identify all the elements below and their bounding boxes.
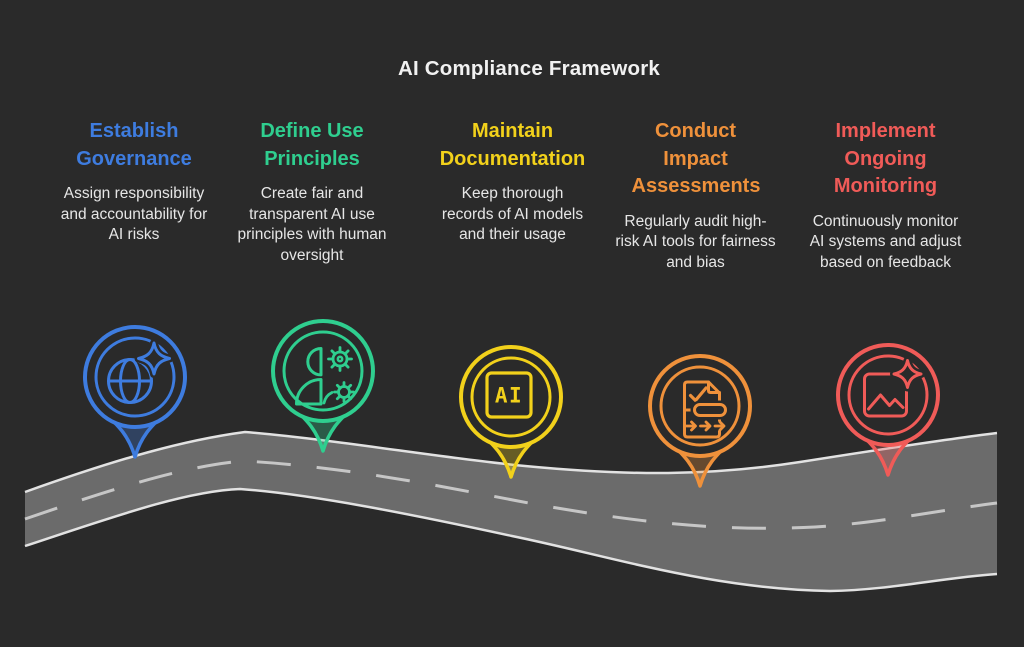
pin-define-use-principles — [263, 316, 383, 476]
pin-conduct-impact-assessments — [640, 351, 760, 511]
road-edge-bottom — [24, 487, 998, 593]
document-workflow-icon — [683, 380, 730, 439]
step-title: Define Use Principles — [260, 120, 364, 170]
step-column-maintain-documentation: Maintain Documentation Keep thorough rec… — [425, 118, 600, 246]
step-description: Continuously monitor AI systems and adju… — [809, 212, 962, 271]
step-description: Keep thorough records of AI models and t… — [441, 185, 584, 244]
step-title: Establish Governance — [76, 120, 192, 170]
step-column-conduct-impact-assessments: Conduct Impact Assessments Regularly aud… — [608, 118, 783, 274]
ai-chip-label: AI — [495, 384, 523, 408]
ai-chip-icon: AI — [485, 371, 533, 419]
image-sparkle-icon — [863, 356, 925, 418]
step-title: Conduct Impact Assessments — [631, 120, 761, 198]
page-title: AI Compliance Framework — [397, 57, 661, 80]
pin-establish-governance — [75, 322, 195, 482]
step-column-establish-governance: Establish Governance Assign responsibili… — [39, 118, 229, 246]
step-column-define-use-principles: Define Use Principles Create fair and tr… — [232, 118, 392, 267]
step-title: Maintain Documentation — [439, 120, 586, 170]
globe-sparkle-icon — [107, 339, 174, 404]
person-gears-icon — [295, 346, 355, 406]
step-description: Regularly audit high-risk AI tools for f… — [615, 212, 776, 271]
step-title: Implement Ongoing Monitoring — [833, 120, 938, 198]
road-edge-top — [24, 430, 998, 494]
step-description: Create fair and transparent AI use princ… — [237, 185, 387, 265]
road-surface — [25, 432, 997, 591]
road-center-dashed-line — [24, 459, 998, 530]
step-description: Assign responsibility and accountability… — [60, 185, 208, 244]
step-column-implement-ongoing-monitoring: Implement Ongoing Monitoring Continuousl… — [798, 118, 973, 274]
pin-implement-ongoing-monitoring — [828, 340, 948, 500]
pin-maintain-documentation: AI — [451, 342, 571, 502]
